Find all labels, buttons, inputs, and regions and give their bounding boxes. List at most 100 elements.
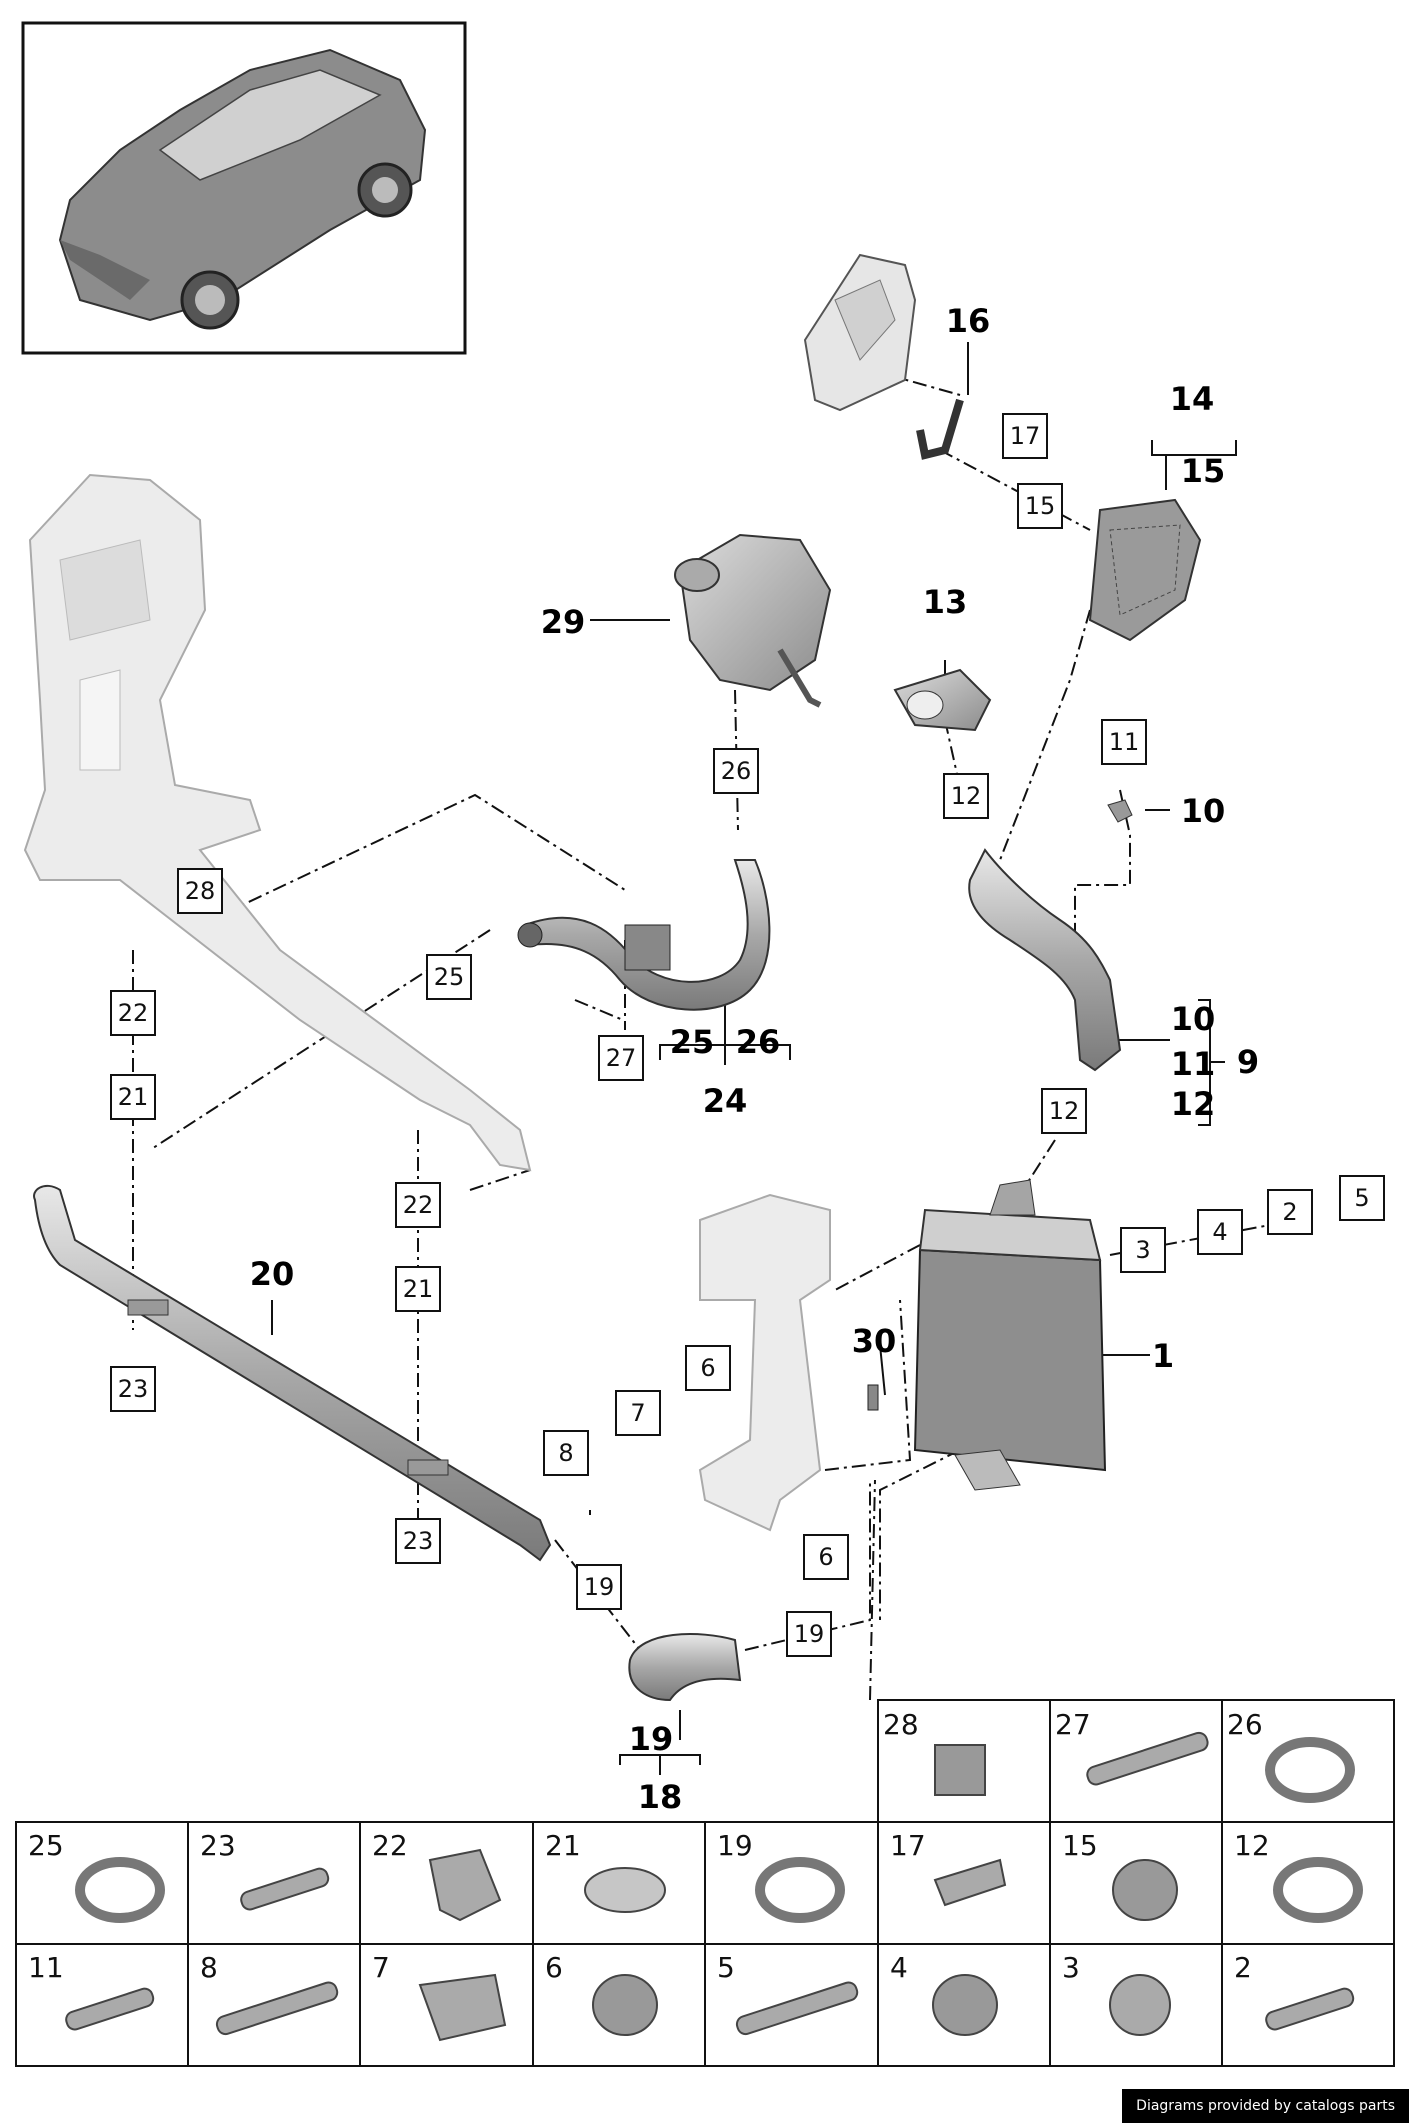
charge-air-pipe [968,848,1122,1072]
spacer-icon [418,1973,507,2042]
svg-text:1: 1 [1152,1337,1174,1375]
svg-text:25: 25 [28,1829,64,1862]
svg-text:26: 26 [721,757,752,785]
svg-text:4: 4 [1212,1218,1227,1246]
svg-text:17: 17 [890,1829,926,1862]
svg-text:12: 12 [951,782,982,810]
air-guide-grille [1088,498,1202,642]
svg-text:20: 20 [250,1255,295,1293]
svg-text:15: 15 [1025,492,1056,520]
svg-text:8: 8 [558,1439,573,1467]
svg-text:23: 23 [403,1527,434,1555]
svg-text:2: 2 [1234,1951,1252,1984]
bolt-icon [1086,1731,1209,1786]
bold-callouts: 16 14 15 29 13 10 10 11 12 9 25 26 24 20… [250,302,1259,1816]
svg-text:22: 22 [118,999,149,1027]
svg-text:22: 22 [372,1829,408,1862]
svg-text:15: 15 [1181,452,1226,490]
svg-text:27: 27 [1055,1708,1091,1741]
svg-text:7: 7 [372,1951,390,1984]
bolt-icon [215,1981,339,2036]
svg-text:19: 19 [717,1829,753,1862]
svg-text:26: 26 [1227,1708,1263,1741]
nut-icon [592,1974,658,2036]
svg-text:9: 9 [1237,1043,1259,1081]
hardware-grid [15,1699,1395,2067]
footer-credit: Diagrams provided by catalogs parts [1122,2089,1409,2123]
svg-text:18: 18 [638,1778,683,1816]
svg-text:6: 6 [700,1354,715,1382]
svg-text:28: 28 [883,1708,919,1741]
svg-text:21: 21 [403,1275,434,1303]
bolt-icon [735,1981,859,2036]
hose-clamp-icon [1265,1737,1355,1803]
svg-text:5: 5 [717,1951,735,1984]
svg-text:21: 21 [118,1083,149,1111]
nut-icon [932,1974,998,2036]
svg-text:26: 26 [736,1023,781,1061]
svg-text:29: 29 [541,603,586,641]
bracket-a [127,1299,169,1316]
svg-text:11: 11 [28,1951,64,1984]
svg-text:2: 2 [1282,1198,1297,1226]
svg-text:12: 12 [1171,1085,1216,1123]
hose-24 [517,859,771,1011]
svg-text:11: 11 [1109,728,1140,756]
bolt-icon [65,1987,155,2031]
svg-text:24: 24 [703,1082,748,1120]
leader-lines [132,359,1271,1701]
nut-icon [934,1744,986,1796]
svg-text:13: 13 [923,583,968,621]
hardware-icons [65,1731,1363,2042]
svg-text:21: 21 [545,1829,581,1862]
svg-text:6: 6 [818,1543,833,1571]
hose-clamp-icon [755,1857,845,1923]
svg-text:6: 6 [545,1951,563,1984]
svg-text:23: 23 [200,1829,236,1862]
svg-text:10: 10 [1171,1000,1216,1038]
screw-icon [933,1858,1007,1907]
svg-text:27: 27 [606,1044,637,1072]
hose-clamp-icon [75,1857,165,1923]
hose-clamp-icon [1273,1857,1363,1923]
svg-text:30: 30 [852,1322,897,1360]
intercooler [913,1179,1107,1491]
front-carrier-right [698,1193,831,1532]
hose-18 [628,1633,742,1702]
svg-text:22: 22 [403,1191,434,1219]
svg-text:23: 23 [118,1375,149,1403]
air-duct-upper [803,253,917,412]
svg-text:19: 19 [629,1720,674,1758]
svg-text:16: 16 [946,302,991,340]
grid-labels: 28 27 26 25 23 22 21 19 17 15 12 11 8 7 … [28,1708,1270,1984]
hose-16 [916,398,964,460]
vehicle-inset [21,21,467,355]
sensor-30 [867,1384,879,1411]
svg-text:19: 19 [584,1573,615,1601]
washer-icon [1109,1974,1171,2036]
svg-text:12: 12 [1234,1829,1270,1862]
spacer-icon [428,1848,502,1922]
svg-text:25: 25 [670,1023,715,1061]
front-carrier-left [23,473,532,1172]
svg-text:25: 25 [434,963,465,991]
svg-text:19: 19 [794,1620,825,1648]
svg-text:11: 11 [1171,1045,1216,1083]
svg-text:3: 3 [1135,1236,1150,1264]
svg-text:7: 7 [630,1399,645,1427]
boxed-callouts [110,413,1385,1657]
bolt-icon [240,1867,330,1911]
grommet-icon [584,1867,666,1913]
nut-icon [1112,1859,1178,1921]
svg-text:3: 3 [1062,1951,1080,1984]
svg-text:10: 10 [1181,792,1226,830]
turbocharger [674,533,832,708]
throttle-body [893,668,992,732]
svg-text:14: 14 [1170,380,1215,418]
bolt-icon [1265,1987,1355,2031]
svg-text:4: 4 [890,1951,908,1984]
bracket-b [407,1459,449,1476]
sensor-10 [1107,799,1133,823]
boxed-callout-labels: 17 15 11 12 26 28 25 22 21 27 12 5 2 4 3… [118,422,1370,1648]
